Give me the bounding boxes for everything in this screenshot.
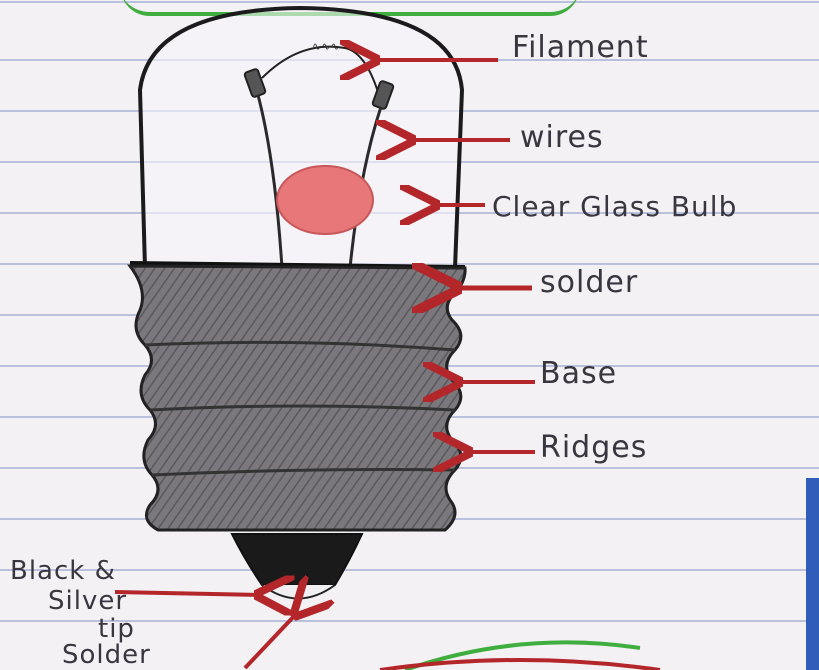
arrow-tip [115,592,262,595]
black-tip [232,534,362,585]
arrow-tip-solder [245,612,298,668]
label-tip-line1: Black & [10,556,116,586]
label-solder: solder [540,265,638,300]
filament-coil-scribble: ∿∿∿ [312,40,340,53]
glass-bead [277,166,373,234]
label-base: Base [540,356,617,391]
label-tip-line4: Solder [62,640,151,670]
label-wires: wires [520,120,604,155]
green-bottom-arrow [405,642,640,670]
label-filament: Filament [512,30,649,65]
red-bottom-curve [380,660,660,670]
label-tip-line2: Silver [48,586,127,616]
threaded-base [130,266,465,530]
label-ridges: Ridges [540,430,647,465]
silver-tip [262,585,335,599]
label-glass-bulb: Clear Glass Bulb [492,190,737,223]
